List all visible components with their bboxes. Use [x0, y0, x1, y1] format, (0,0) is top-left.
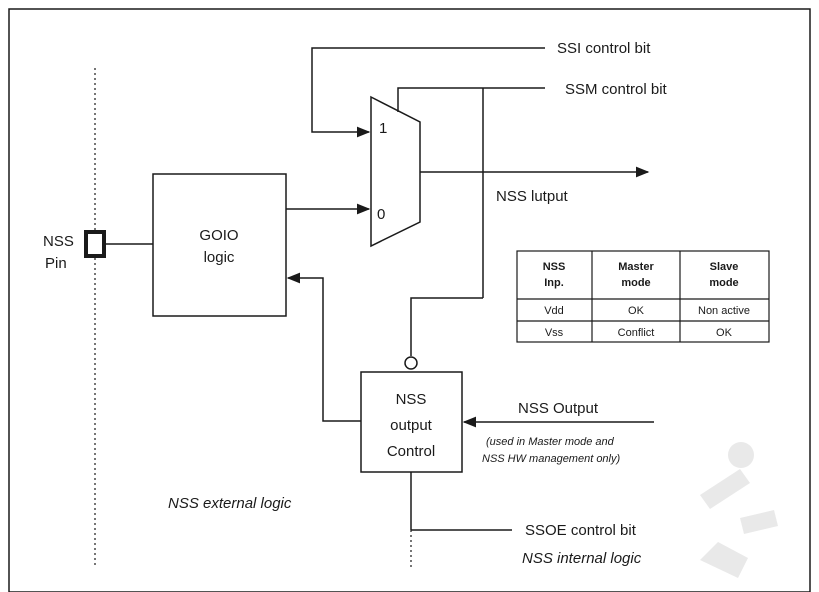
watermark [700, 442, 778, 578]
nss-mux-output-label: NSS lutput [496, 188, 569, 205]
nss-output-label: NSS Output [518, 400, 599, 417]
gpio-label-line1: GOIO [199, 227, 238, 244]
table-cell: Vdd [544, 305, 564, 317]
control-to-gpio-arrow [286, 272, 361, 422]
ssi-control-label: SSI control bit [557, 40, 651, 57]
gpio-label-line2: logic [204, 249, 235, 266]
table-header-master-1: Master [618, 261, 654, 273]
table-header-nss-1: NSS [543, 261, 566, 273]
table-cell: OK [716, 327, 733, 339]
pin-label-line2: Pin [45, 255, 67, 272]
ssm-control-label: SSM control bit [565, 81, 668, 98]
gpio-logic-block [152, 173, 287, 317]
diagram-frame [8, 8, 811, 592]
table-header-nss-2: Inp. [544, 277, 564, 289]
control-label-line3: Control [387, 443, 435, 460]
inverter-bubble [404, 356, 418, 370]
table-cell: OK [628, 305, 645, 317]
mux-input-0: 0 [377, 206, 385, 223]
nss-output-note-line2: NSS HW management only) [482, 453, 620, 465]
table-header-master-2: mode [621, 277, 650, 289]
mux-input-1: 1 [379, 120, 387, 137]
control-label-line2: output [390, 417, 433, 434]
internal-logic-label: NSS internal logic [522, 550, 642, 567]
table-cell: Non active [698, 305, 750, 317]
table-header-slave-1: Slave [710, 261, 739, 273]
nss-mux [370, 95, 421, 248]
ssm-down-wire-2 [410, 297, 483, 356]
ssi-to-mux-arrow [311, 47, 545, 138]
external-logic-label: NSS external logic [168, 495, 292, 512]
pin-label-line1: NSS [43, 233, 74, 250]
table-cell: Vss [545, 327, 564, 339]
ssm-select-wire [397, 87, 545, 112]
nss-mode-table: NSS Inp. Master mode Slave mode Vdd OK N… [516, 250, 770, 343]
nss-output-note-line1: (used in Master mode and [486, 436, 615, 448]
table-header-slave-2: mode [709, 277, 738, 289]
nss-pin-icon [84, 230, 106, 258]
control-label-line1: NSS [396, 391, 427, 408]
ssoe-control-label: SSOE control bit [525, 522, 637, 539]
table-cell: Conflict [618, 327, 655, 339]
